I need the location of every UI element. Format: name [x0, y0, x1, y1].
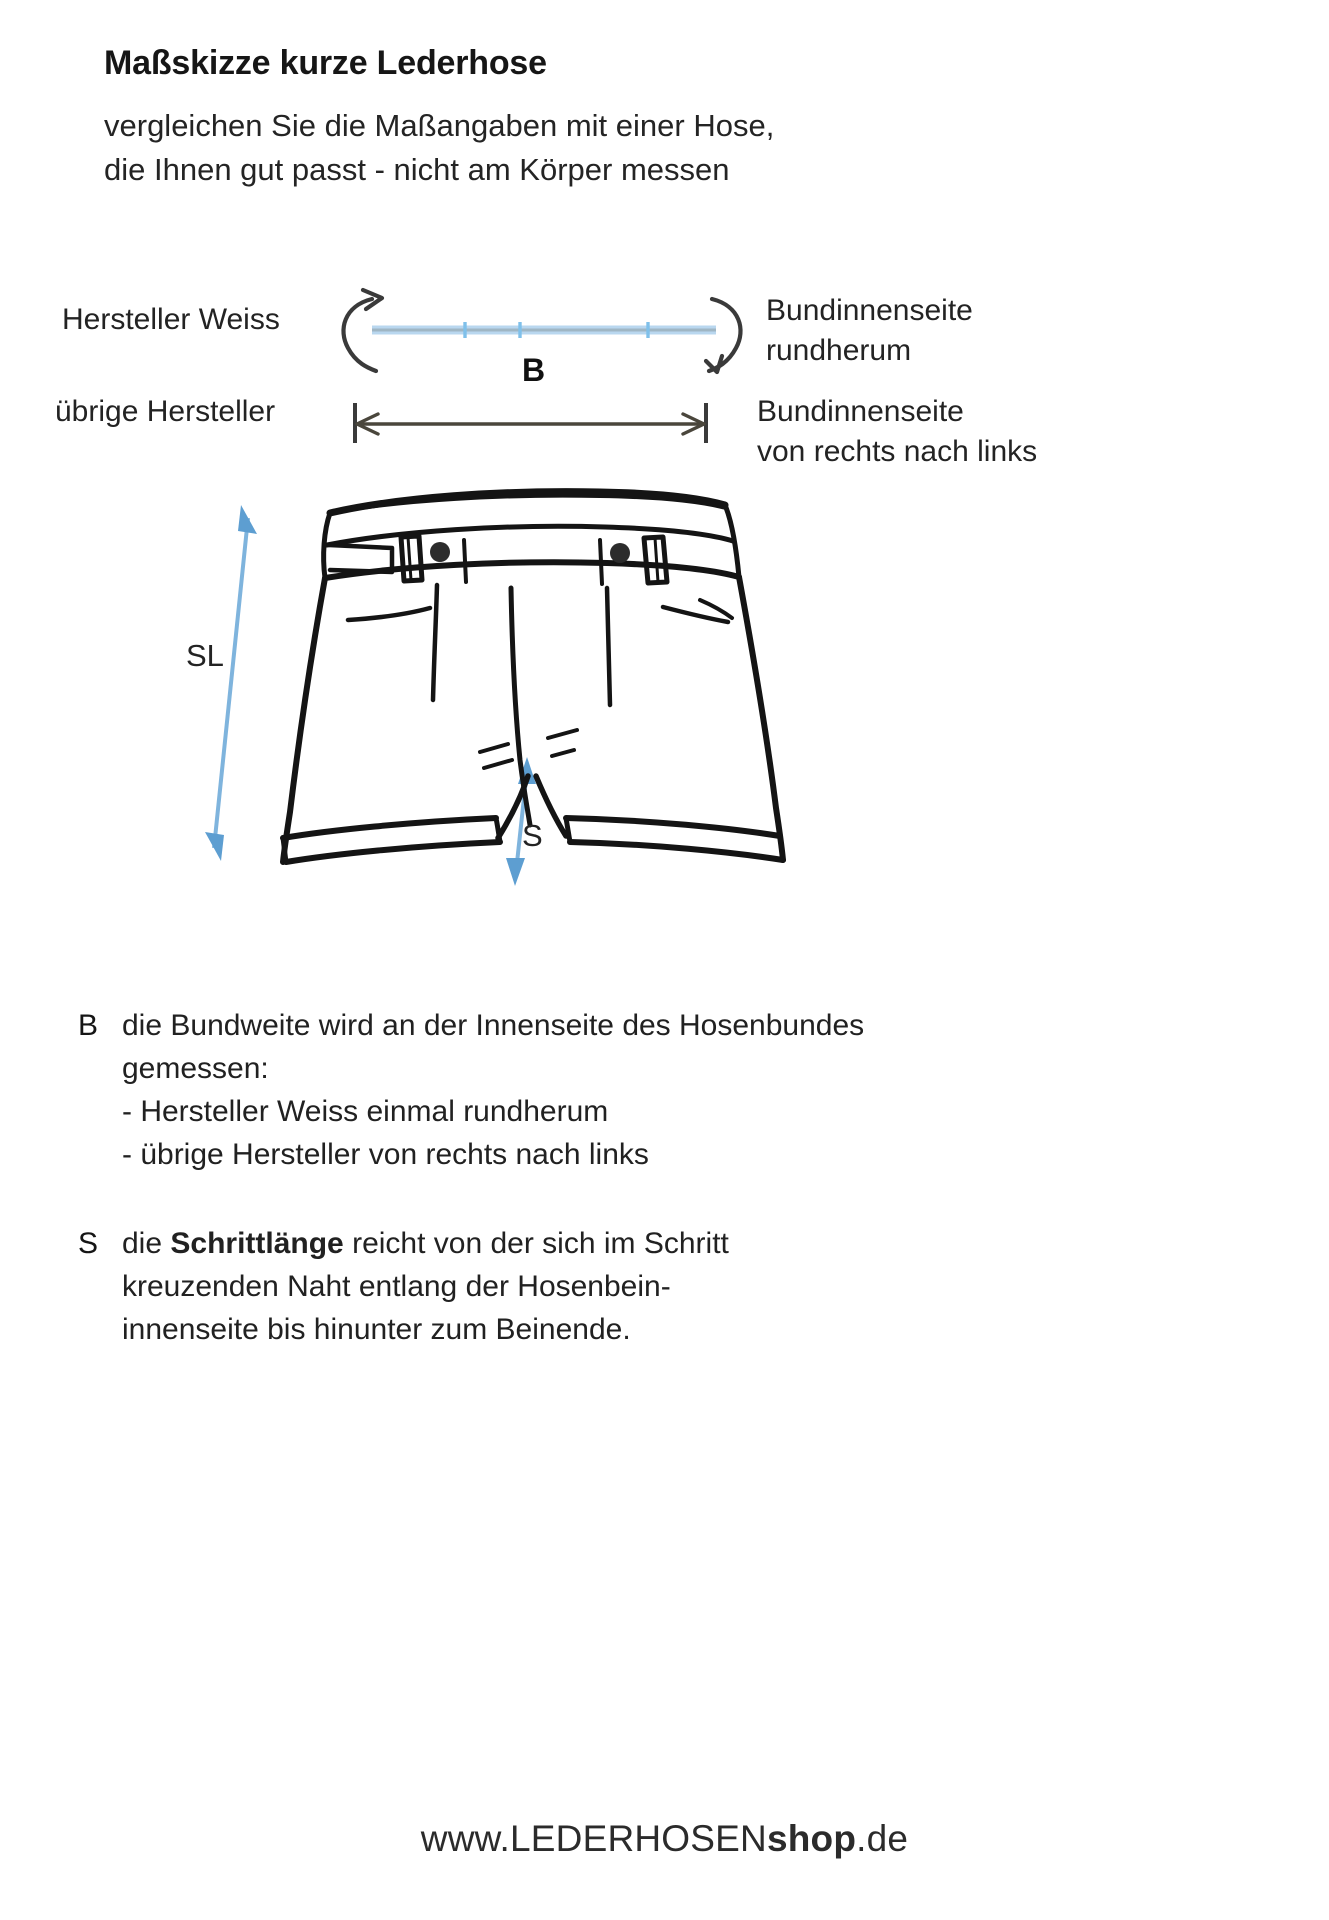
- explanation-b-line-3: - Hersteller Weiss einmal rundherum: [122, 1095, 609, 1128]
- page-subtitle: vergleichen Sie die Maßangaben mit einer…: [104, 104, 774, 192]
- footer-brand-shop: shop: [766, 1818, 857, 1859]
- page-title: Maßskizze kurze Lederhose: [104, 44, 547, 82]
- label-bundinnenseite-1: Bundinnenseite: [766, 294, 973, 327]
- label-rundherum: rundherum: [766, 334, 912, 367]
- dimension-letter-b: B: [522, 352, 546, 388]
- explanation-s-line-2: kreuzenden Naht entlang der Hosenbein-: [122, 1270, 671, 1303]
- label-hersteller-weiss: Hersteller Weiss: [62, 303, 280, 336]
- explanation-s-body: die Schrittlänge reicht von der sich im …: [122, 1222, 729, 1351]
- sl-arrow: [205, 505, 257, 861]
- explanation-b-line-4: - übrige Hersteller von rechts nach link…: [122, 1138, 649, 1171]
- shorts-sketch: [280, 488, 786, 865]
- explanation-b-body: die Bundweite wird an der Innenseite des…: [122, 1004, 864, 1176]
- footer-url-tld: .de: [856, 1818, 909, 1859]
- label-bundinnenseite-rechts-links: Bundinnenseite von rechts nach links: [757, 392, 1037, 472]
- explanation-s-line-3: innenseite bis hinunter zum Beinende.: [122, 1313, 631, 1346]
- explanation-b-line-2: gemessen:: [122, 1052, 269, 1085]
- explanation-b: B die Bundweite wird an der Innenseite d…: [78, 1004, 864, 1176]
- label-sl: SL: [186, 638, 224, 673]
- dimension-line-group: [353, 403, 708, 443]
- footer-url-prefix: www.: [420, 1818, 510, 1859]
- explanation-b-key: B: [78, 1009, 99, 1042]
- footer-brand-caps: LEDERHOSEN: [510, 1818, 767, 1859]
- label-uebrige-hersteller: übrige Hersteller: [55, 395, 276, 428]
- subtitle-line-1: vergleichen Sie die Maßangaben mit einer…: [104, 108, 775, 143]
- explanation-b-line-1: die Bundweite wird an der Innenseite des…: [122, 1009, 865, 1042]
- label-s: S: [522, 818, 543, 853]
- explanation-s-line-1: die Schrittlänge reicht von der sich im …: [122, 1227, 729, 1260]
- label-bundinnenseite-2: Bundinnenseite: [757, 395, 964, 428]
- label-von-rechts-nach-links: von rechts nach links: [757, 435, 1038, 468]
- label-bundinnenseite-rundherum: Bundinnenseite rundherum: [766, 291, 973, 371]
- explanation-s-key: S: [78, 1227, 99, 1260]
- subtitle-line-2: die Ihnen gut passt - nicht am Körper me…: [104, 152, 730, 187]
- explanation-s: S die Schrittlänge reicht von der sich i…: [78, 1222, 729, 1351]
- footer-url[interactable]: www.LEDERHOSENshop.de: [0, 1818, 1329, 1860]
